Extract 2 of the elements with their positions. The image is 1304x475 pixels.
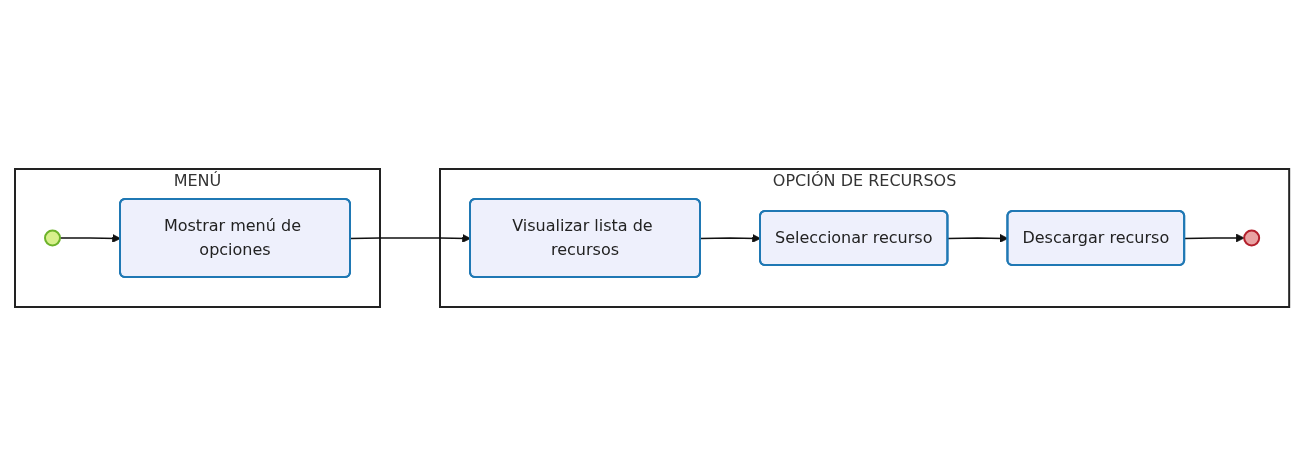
- node-circle: [1243, 229, 1261, 246]
- node-circle: [43, 229, 61, 246]
